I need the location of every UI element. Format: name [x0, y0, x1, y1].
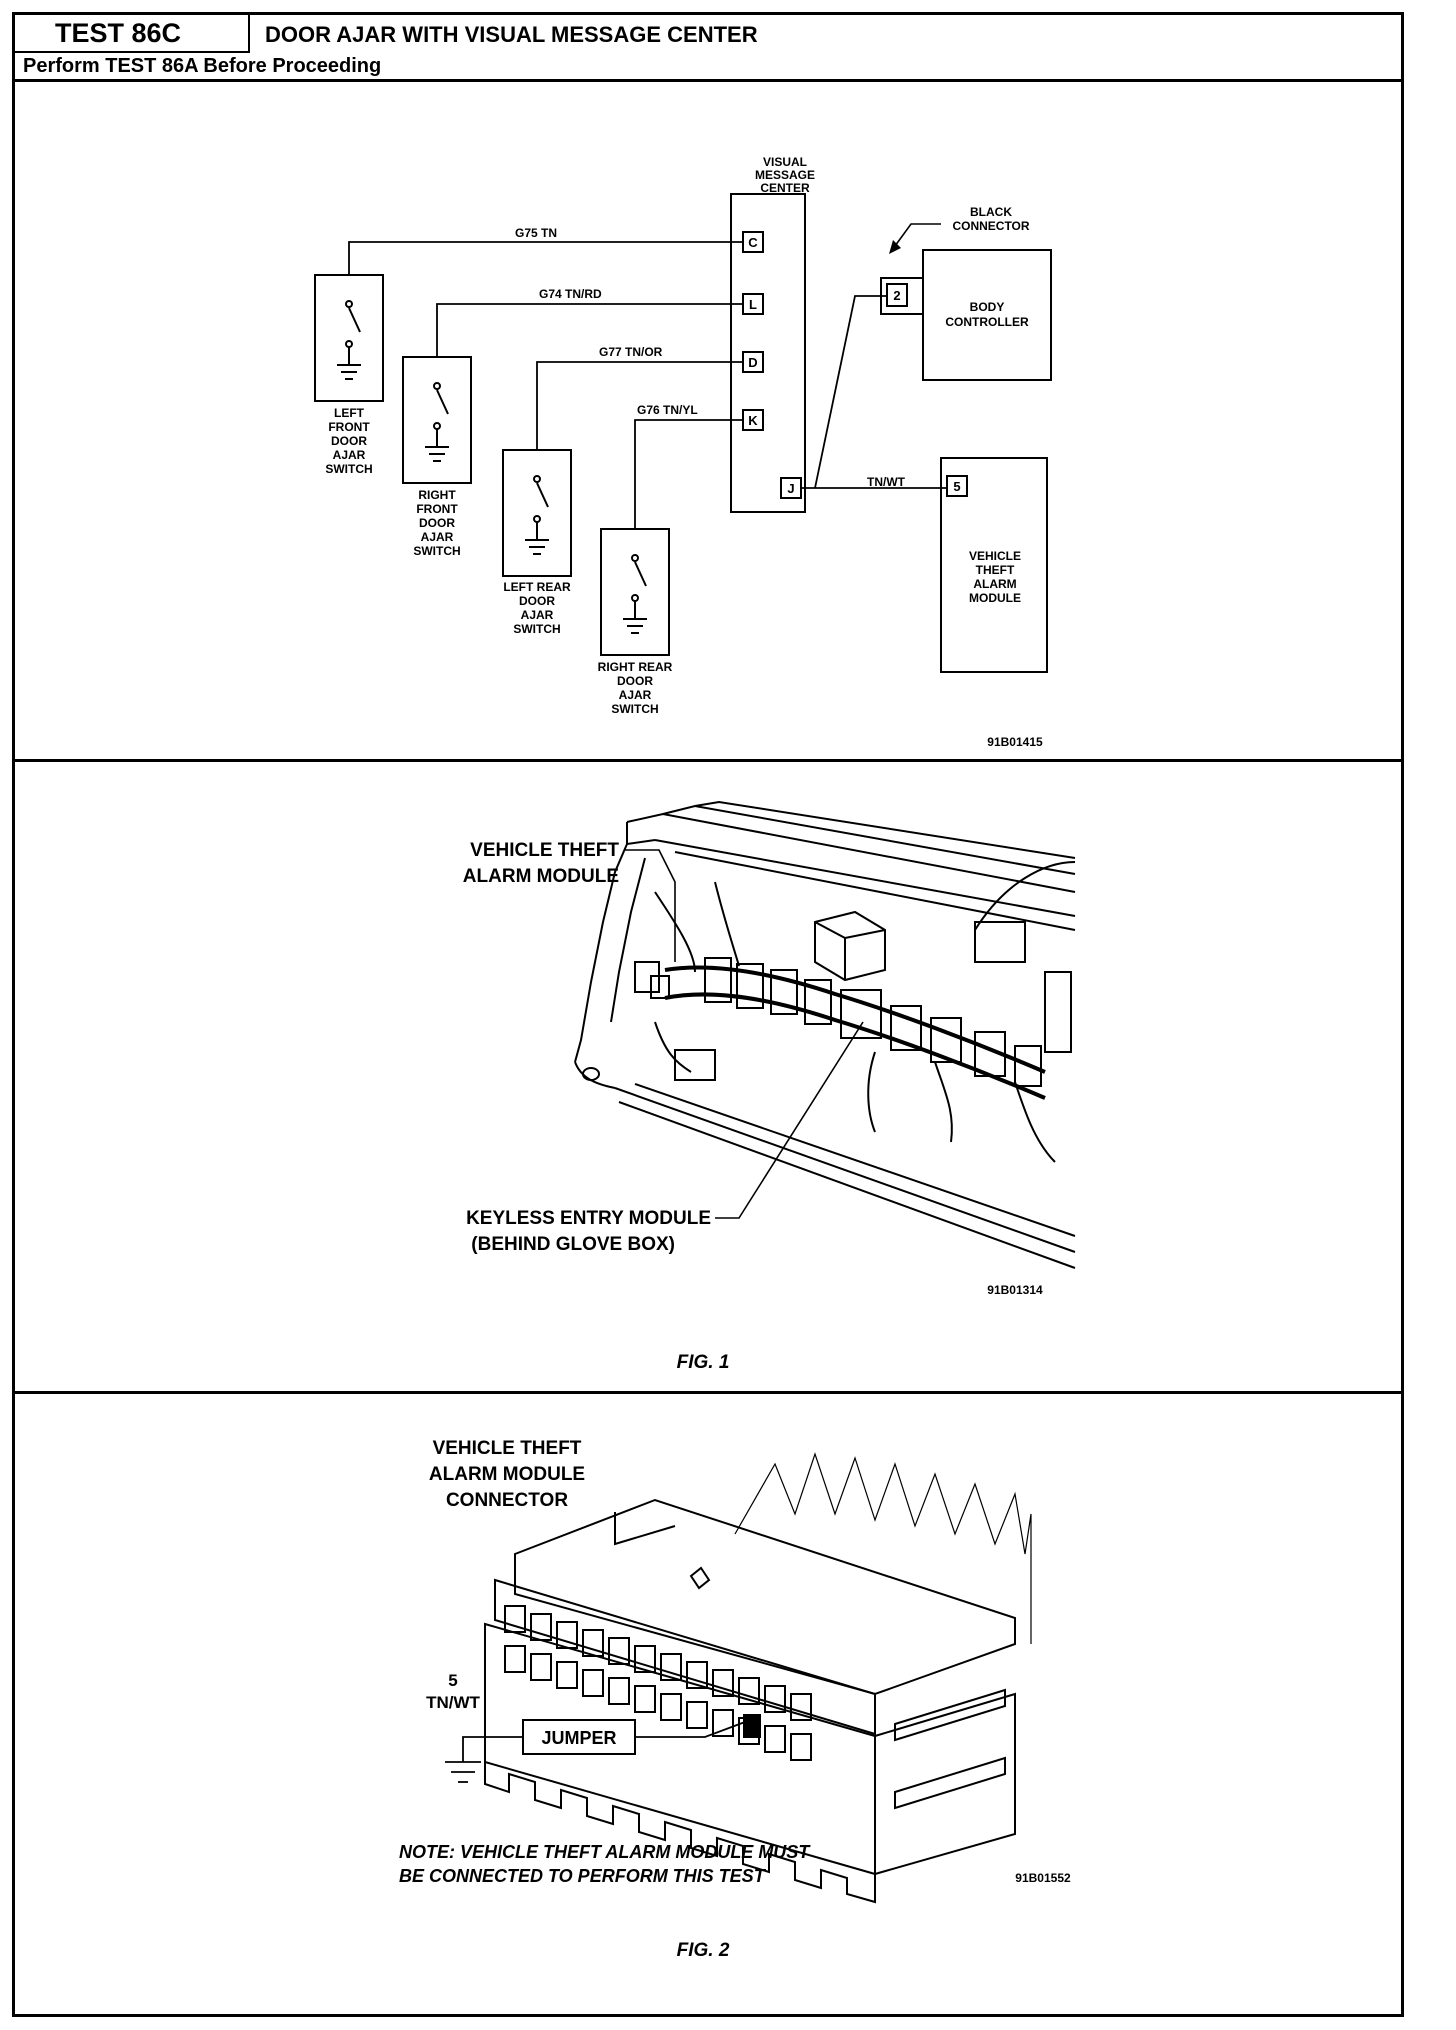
arrow-icon: [889, 240, 901, 254]
body-controller-label: CONTROLLER: [945, 315, 1029, 329]
pin-label: 5: [448, 1671, 457, 1690]
switch-label: LEFT: [334, 406, 365, 420]
j-pin-wiring: [801, 295, 947, 489]
fig1-illustration: VEHICLE THEFT ALARM MODULE KEYLESS ENTRY…: [463, 800, 1076, 1373]
pin-label: D: [748, 355, 757, 370]
pin-label: C: [748, 235, 758, 250]
vtam-label: VEHICLE: [969, 549, 1021, 563]
pin-label: 2: [893, 288, 900, 303]
visual-message-center: [730, 193, 806, 513]
switch-label: SWITCH: [325, 462, 372, 476]
fig2-illustration: JUMPER 5 TN/WT VEHICLE THEFT ALARM MODUL…: [399, 1438, 1071, 1961]
test-sheet: TEST 86C DOOR AJAR WITH VISUAL MESSAGE C…: [12, 12, 1404, 2017]
black-connector-label: BLACK: [970, 205, 1012, 219]
switch-label: AJAR: [619, 688, 652, 702]
switch-label: LEFT REAR: [503, 580, 571, 594]
pin-label: K: [748, 413, 758, 428]
wire-label: TN/WT: [867, 475, 906, 489]
callout-vtam: ALARM MODULE: [463, 866, 619, 887]
wire-label: G76 TN/YL: [637, 403, 698, 417]
switch-label: SWITCH: [413, 544, 460, 558]
polarization-key: [689, 1566, 711, 1590]
schematic-panel: VISUAL MESSAGE CENTER C L D K J: [15, 82, 1401, 762]
vehicle-theft-alarm-module: [940, 457, 1048, 673]
callout-keyless: KEYLESS ENTRY MODULE: [466, 1208, 711, 1229]
black-connector-label: CONNECTOR: [952, 219, 1029, 233]
terminal-5: [743, 1714, 761, 1738]
sheet-header: TEST 86C DOOR AJAR WITH VISUAL MESSAGE C…: [15, 15, 1401, 82]
instrument-panel-drawing: [574, 800, 1076, 1269]
wire-g74: [436, 303, 743, 357]
switch-label: AJAR: [421, 530, 454, 544]
figure-code: 91B01314: [987, 1283, 1043, 1297]
vtam-leader-line: [625, 849, 676, 962]
ground-lead: [462, 1736, 523, 1762]
test-title: DOOR AJAR WITH VISUAL MESSAGE CENTER: [265, 22, 758, 47]
fig2-panel: JUMPER 5 TN/WT VEHICLE THEFT ALARM MODUL…: [15, 1394, 1401, 2014]
test-note: NOTE: VEHICLE THEFT ALARM MODULE MUST: [399, 1842, 811, 1862]
vmc-label: VISUAL MESSAGE CENTER: [755, 155, 815, 195]
callout-connector: CONNECTOR: [446, 1490, 568, 1511]
body-controller-pin-2: [886, 283, 908, 307]
left-front-door-ajar-switch: [314, 274, 384, 402]
switch-label: FRONT: [328, 420, 370, 434]
switch-label: SWITCH: [513, 622, 560, 636]
switch-label: AJAR: [333, 448, 366, 462]
vmc-label-line: MESSAGE: [755, 168, 815, 182]
test-number: TEST 86C: [15, 15, 250, 53]
switch-label: SWITCH: [611, 702, 658, 716]
pin-label: J: [787, 481, 794, 496]
fig1-panel: VEHICLE THEFT ALARM MODULE KEYLESS ENTRY…: [15, 762, 1401, 1394]
right-rear-door-ajar-switch: [600, 528, 670, 656]
wire-to-body-controller: [814, 295, 887, 489]
jumper-label: JUMPER: [541, 1728, 616, 1748]
vtam-label: ALARM: [973, 577, 1016, 591]
vmc-label-line: VISUAL: [763, 155, 807, 169]
wire-label: G77 TN/OR: [599, 345, 663, 359]
switch-label: FRONT: [416, 502, 458, 516]
ground-icon: [445, 1761, 481, 1783]
pin-label: 5: [953, 479, 960, 494]
wire-label: G75 TN: [515, 226, 557, 240]
vtam-label: THEFT: [976, 563, 1015, 577]
wire-g76: [634, 419, 743, 529]
pin-label: L: [749, 297, 757, 312]
switch-label: RIGHT: [418, 488, 456, 502]
switch-label: DOOR: [331, 434, 367, 448]
figure-code: 91B01415: [987, 735, 1043, 749]
figure-caption: FIG. 2: [677, 1940, 730, 1961]
wiring-schematic: VISUAL MESSAGE CENTER C L D K J: [314, 155, 1052, 749]
right-front-door-ajar-switch: [402, 356, 472, 484]
callout-keyless: (BEHIND GLOVE BOX): [471, 1234, 675, 1255]
switch-wires: [348, 241, 743, 529]
vtam-pin-5: [946, 475, 968, 497]
wire-g77: [536, 361, 743, 450]
callout-vtam: VEHICLE THEFT: [470, 840, 619, 861]
wire-label: G74 TN/RD: [539, 287, 602, 301]
switch-label: DOOR: [519, 594, 555, 608]
callout-connector: VEHICLE THEFT: [433, 1438, 582, 1459]
left-rear-door-ajar-switch: [502, 449, 572, 577]
vmc-label-line: CENTER: [760, 181, 810, 195]
test-note: BE CONNECTED TO PERFORM THIS TEST: [399, 1866, 767, 1886]
figure-code: 91B01552: [1015, 1871, 1071, 1885]
black-connector-leader: [894, 223, 941, 247]
callout-connector: ALARM MODULE: [429, 1464, 585, 1485]
jumper-lead: [635, 1721, 746, 1738]
switch-label: AJAR: [521, 608, 554, 622]
vtam-label: MODULE: [969, 591, 1021, 605]
keyless-leader-line: [715, 1021, 864, 1219]
switch-label: DOOR: [617, 674, 653, 688]
pin-label: TN/WT: [426, 1693, 480, 1712]
switch-label: RIGHT REAR: [598, 660, 673, 674]
switch-label: DOOR: [419, 516, 455, 530]
figure-caption: FIG. 1: [677, 1352, 730, 1373]
body-controller-label: BODY: [970, 300, 1005, 314]
connector-drawing: [484, 1452, 1032, 1904]
prerequisite-note: Perform TEST 86A Before Proceeding: [23, 55, 382, 77]
wire-g75: [348, 241, 743, 275]
